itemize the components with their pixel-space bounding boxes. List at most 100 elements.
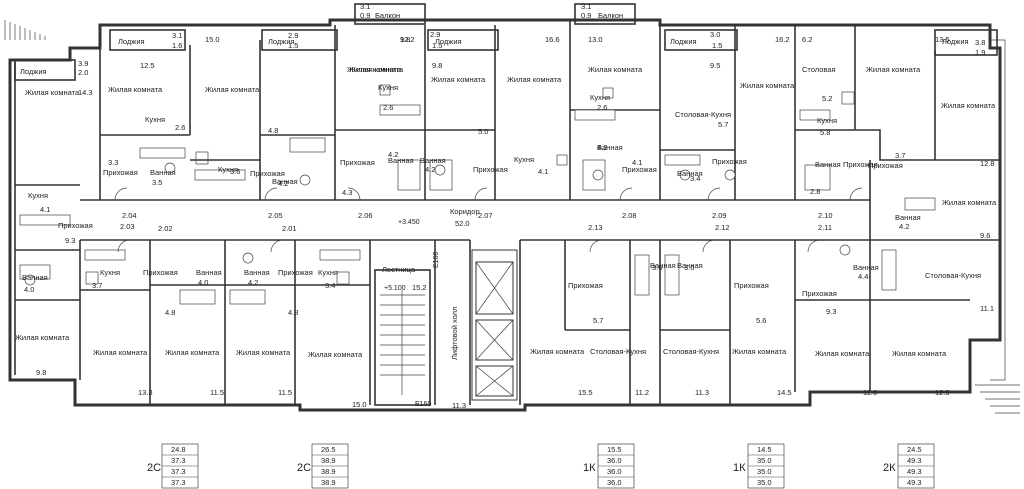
room-area: 3.3 bbox=[108, 158, 118, 167]
loggia-label: Лоджия bbox=[435, 37, 462, 46]
room-name: Жилая комната bbox=[866, 65, 921, 74]
room-area: 4.8 bbox=[165, 308, 175, 317]
room-area: 9.8 bbox=[400, 35, 410, 44]
room-area: 5.6 bbox=[756, 316, 766, 325]
room-name: Ванная bbox=[853, 263, 879, 272]
room-area: 4.1 bbox=[40, 205, 50, 214]
room-name: Жилая комната bbox=[941, 101, 996, 110]
room-area: 4.2 bbox=[278, 179, 288, 188]
room-name: Кухня bbox=[100, 268, 120, 277]
room-area: 4.3 bbox=[342, 188, 352, 197]
balcony-ratio: 0.9 bbox=[360, 11, 370, 20]
balcony-area: 3.1 bbox=[360, 2, 370, 11]
apartment-number: 2.10 bbox=[818, 211, 833, 220]
room-area: 6.2 bbox=[802, 35, 812, 44]
room-name: Столовая-Кухня bbox=[675, 110, 731, 119]
room-name: Прихожая bbox=[58, 221, 93, 230]
loggia-area: 3.9 bbox=[78, 59, 88, 68]
room-area: 3.5 bbox=[152, 178, 162, 187]
balcony-label: Балкон bbox=[375, 11, 400, 20]
loggia-ratio: 1.9 bbox=[975, 48, 985, 57]
room-area: 2.6 bbox=[383, 103, 393, 112]
room-area: 4.2 bbox=[597, 143, 607, 152]
room-area: 12.8 bbox=[980, 159, 995, 168]
room-name: Жилая комната bbox=[732, 347, 787, 356]
legend-type: 1К bbox=[733, 462, 746, 474]
legend-value: 35.0 bbox=[757, 478, 772, 487]
legend-value: 36.0 bbox=[607, 478, 622, 487]
loggia-ratio: 1.5 bbox=[432, 41, 442, 50]
apartment-number: 2.08 bbox=[622, 211, 637, 220]
loggia-area: 3.1 bbox=[172, 31, 182, 40]
legend-value: 49.3 bbox=[907, 478, 922, 487]
room-name: Прихожая bbox=[473, 165, 508, 174]
legend-type: 2С bbox=[147, 462, 161, 474]
apartment-number: 2.04 bbox=[122, 211, 137, 220]
room-name: Жилая комната bbox=[740, 81, 795, 90]
legend-value: 37.3 bbox=[171, 456, 186, 465]
room-area: 4.2 bbox=[425, 165, 435, 174]
legend-value: 49.3 bbox=[907, 467, 922, 476]
room-area: 3.4 bbox=[690, 174, 700, 183]
room-area: 9.3 bbox=[826, 307, 836, 316]
room-area: 3.6 bbox=[652, 263, 662, 272]
door-swings bbox=[114, 187, 863, 253]
legend-value: 35.0 bbox=[757, 467, 772, 476]
legend-value: 38.9 bbox=[321, 456, 336, 465]
room-area: 5.2 bbox=[822, 94, 832, 103]
room-area: 11.3 bbox=[695, 388, 709, 397]
room-area: 3.7 bbox=[92, 281, 102, 290]
corridor bbox=[80, 199, 870, 241]
top-balconies bbox=[354, 3, 636, 25]
room-area: 14.5 bbox=[777, 388, 792, 397]
legend-value: 49.3 bbox=[907, 456, 922, 465]
room-name: Жилая комната bbox=[347, 65, 402, 74]
room-name: Ванная bbox=[895, 213, 921, 222]
room-name: Прихожая bbox=[250, 169, 285, 178]
apartment-number: 2.12 bbox=[715, 223, 730, 232]
corridor-label: Коридор bbox=[450, 207, 480, 216]
legend-value: 38.9 bbox=[321, 478, 336, 487]
balcony-ratio: 0.9 bbox=[581, 11, 591, 20]
room-name: Жилая комната bbox=[431, 75, 486, 84]
room-area: 12.5 bbox=[140, 61, 155, 70]
legend-value: 38.9 bbox=[321, 467, 336, 476]
room-area: 15.0 bbox=[205, 35, 220, 44]
room-name: Кухня bbox=[817, 116, 837, 125]
room-name: Прихожая bbox=[568, 281, 603, 290]
room-area: 16.2 bbox=[775, 35, 790, 44]
apartment-number: 2.03 bbox=[120, 222, 135, 231]
room-area: 2.8 bbox=[810, 187, 820, 196]
room-name: Прихожая bbox=[103, 168, 138, 177]
room-name: Жилая комната bbox=[15, 333, 70, 342]
room-name: Ванная bbox=[420, 156, 446, 165]
room-area: 4.2 bbox=[248, 278, 258, 287]
room-name: Прихожая bbox=[712, 157, 747, 166]
room-name: Жилая комната bbox=[25, 88, 80, 97]
room-area: 3.7 bbox=[895, 151, 905, 160]
loggia-label: Лоджия bbox=[670, 37, 697, 46]
room-name: Ванная bbox=[815, 160, 841, 169]
area-legend: 2С24.837.337.337.32С26.538.938.938.91К15… bbox=[147, 443, 935, 489]
legend-value: 24.5 bbox=[907, 445, 922, 454]
room-area: 5.7 bbox=[593, 316, 603, 325]
left-unit-walls bbox=[15, 184, 80, 301]
legend-value: 36.0 bbox=[607, 456, 622, 465]
room-name: Кухня bbox=[218, 165, 238, 174]
room-area: 3.4 bbox=[325, 281, 335, 290]
room-name: Жилая комната bbox=[815, 349, 870, 358]
legend-value: 24.8 bbox=[171, 445, 186, 454]
balcony-label: Балкон bbox=[598, 11, 623, 20]
room-area: 11.1 bbox=[980, 304, 994, 313]
room-name: Жилая комната bbox=[236, 348, 291, 357]
fixtures bbox=[19, 104, 936, 305]
room-name: Прихожая bbox=[143, 268, 178, 277]
lift-hall-label: Лифтовой холл bbox=[450, 307, 459, 360]
room-area: 15.5 bbox=[578, 388, 593, 397]
legend-value: 37.3 bbox=[171, 478, 186, 487]
room-area: 3.6 bbox=[684, 263, 694, 272]
room-name: Столовая bbox=[802, 65, 836, 74]
room-name: Ванная bbox=[196, 268, 222, 277]
